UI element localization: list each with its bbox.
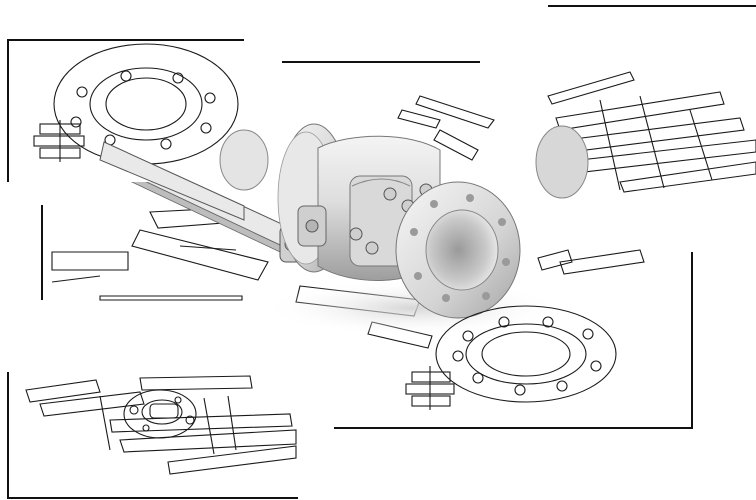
tile-sideview-bottom-left xyxy=(10,372,298,496)
tile-flange-bottom-right xyxy=(405,249,645,410)
tile-schematic-top-right xyxy=(535,70,756,199)
tile-flange-top-left xyxy=(10,42,269,221)
valve-flange-right xyxy=(395,181,521,319)
frame-lines xyxy=(7,5,756,499)
